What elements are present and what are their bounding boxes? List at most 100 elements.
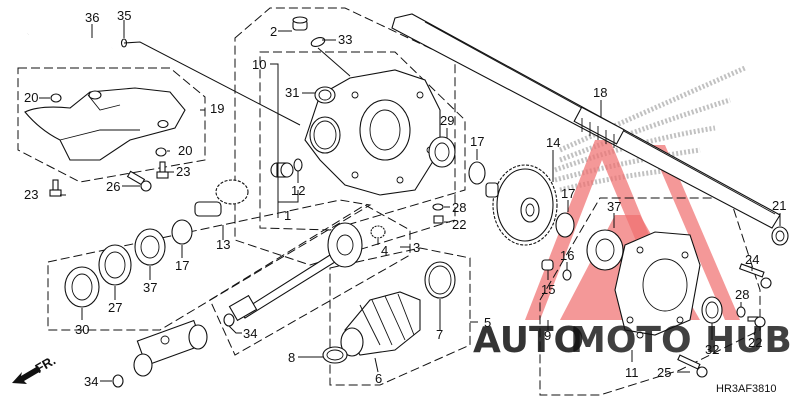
part-o-ring-34a (112, 374, 124, 388)
callout-34a: 34 (84, 374, 98, 389)
callout-17c: 17 (175, 258, 189, 273)
part-clamp-7 (424, 261, 456, 299)
group-bearings (47, 199, 372, 331)
part-oil-seal-31 (314, 86, 336, 104)
part-universal-joint (133, 319, 208, 377)
callout-15: 15 (541, 282, 555, 297)
part-ring-gear (485, 164, 558, 246)
callout-26: 26 (106, 179, 120, 194)
callout-23a: 23 (24, 187, 38, 202)
part-case-cover (614, 231, 701, 339)
part-oil-seal-32 (701, 296, 723, 324)
part-boot (340, 291, 421, 357)
part-shim-17c (171, 219, 193, 245)
part-bolt-22b (747, 316, 766, 328)
callout-6: 6 (375, 371, 382, 386)
part-propeller-shaft (228, 222, 363, 322)
part-o-ring-34b (223, 313, 235, 327)
group-5 (329, 247, 471, 386)
group-10-inner (259, 51, 466, 231)
group-9 (539, 197, 761, 396)
part-filler-cap (292, 16, 308, 31)
callout-21: 21 (772, 198, 786, 213)
callout-32: 32 (705, 342, 719, 357)
part-spring-4 (370, 225, 386, 239)
callout-13: 13 (216, 237, 230, 252)
part-washer-28a (432, 203, 444, 211)
group-10-housing (234, 7, 456, 266)
part-circlip-12 (293, 158, 303, 172)
callout-28b: 28 (735, 287, 749, 302)
callout-33: 33 (338, 32, 352, 47)
callout-labels: 36 35 20 19 20 23 26 23 2 33 10 31 29 17… (24, 8, 786, 389)
part-needle-bearing (270, 162, 294, 178)
part-breather-hose (27, 23, 113, 49)
callout-17b: 17 (561, 186, 575, 201)
part-washer-16 (562, 269, 572, 281)
callout-37b: 37 (607, 199, 621, 214)
group-outlines (17, 7, 761, 396)
watermark-text: AUTO MOTO HUB (473, 320, 792, 361)
callout-36: 36 (85, 10, 99, 25)
callout-25: 25 (657, 365, 671, 380)
callout-28a: 28 (452, 200, 466, 215)
part-bearing-37b (586, 229, 624, 271)
leader-lines (39, 20, 781, 382)
callout-10: 10 (252, 57, 266, 72)
part-oil-seal-21 (771, 226, 789, 246)
callout-23b: 23 (176, 164, 190, 179)
part-pinion-gear (194, 179, 249, 217)
front-direction-indicator: FR. (12, 353, 58, 384)
callout-8: 8 (288, 350, 295, 365)
callout-20a: 20 (24, 90, 38, 105)
callout-3: 3 (413, 240, 420, 255)
callout-19: 19 (210, 101, 224, 116)
part-drain-plug (541, 259, 554, 271)
part-shim-17b (555, 212, 575, 238)
fasteners-19 (49, 93, 169, 197)
callout-30: 30 (75, 322, 89, 337)
part-clamp-8 (322, 346, 348, 364)
part-skid-plate (24, 87, 186, 161)
callout-35: 35 (117, 8, 131, 23)
callout-4: 4 (381, 243, 388, 258)
part-shim-17a (468, 161, 486, 185)
callout-34b: 34 (243, 326, 257, 341)
callout-29: 29 (440, 113, 454, 128)
callout-12: 12 (291, 183, 305, 198)
callout-22b: 22 (748, 335, 762, 350)
callout-20b: 20 (178, 143, 192, 158)
part-needle-bearing-27 (98, 244, 132, 286)
group-3 (209, 204, 411, 356)
callout-16: 16 (560, 248, 574, 263)
watermark-hub: HUB (705, 320, 792, 361)
callout-11: 11 (625, 365, 639, 380)
watermark-moto: MOTO (570, 320, 692, 361)
callout-1: 1 (284, 208, 291, 223)
part-bolt-25 (677, 354, 708, 378)
callout-5: 5 (484, 315, 491, 330)
callout-17a: 17 (470, 134, 484, 149)
diagram-code: HR3AF3810 (716, 383, 777, 395)
part-bearing-29 (428, 136, 456, 168)
callout-18: 18 (593, 85, 607, 100)
part-bolt-22a (433, 215, 444, 224)
front-arrow-icon (12, 366, 41, 384)
callout-22a: 22 (452, 217, 466, 232)
callout-27: 27 (108, 300, 122, 315)
callout-2: 2 (270, 24, 277, 39)
part-bearing-37a (134, 228, 166, 266)
callout-24: 24 (745, 252, 759, 267)
callout-31: 31 (285, 85, 299, 100)
part-washer-28b (736, 306, 746, 318)
callout-37a: 37 (143, 280, 157, 295)
group-19 (17, 67, 206, 183)
part-o-ring-33 (310, 36, 326, 48)
part-oil-seal-30 (64, 266, 100, 308)
callout-7: 7 (436, 327, 443, 342)
part-axle-shaft (391, 13, 781, 229)
callout-9: 9 (544, 328, 551, 343)
watermark-auto: AUTO (473, 320, 584, 361)
callout-14: 14 (546, 135, 560, 150)
